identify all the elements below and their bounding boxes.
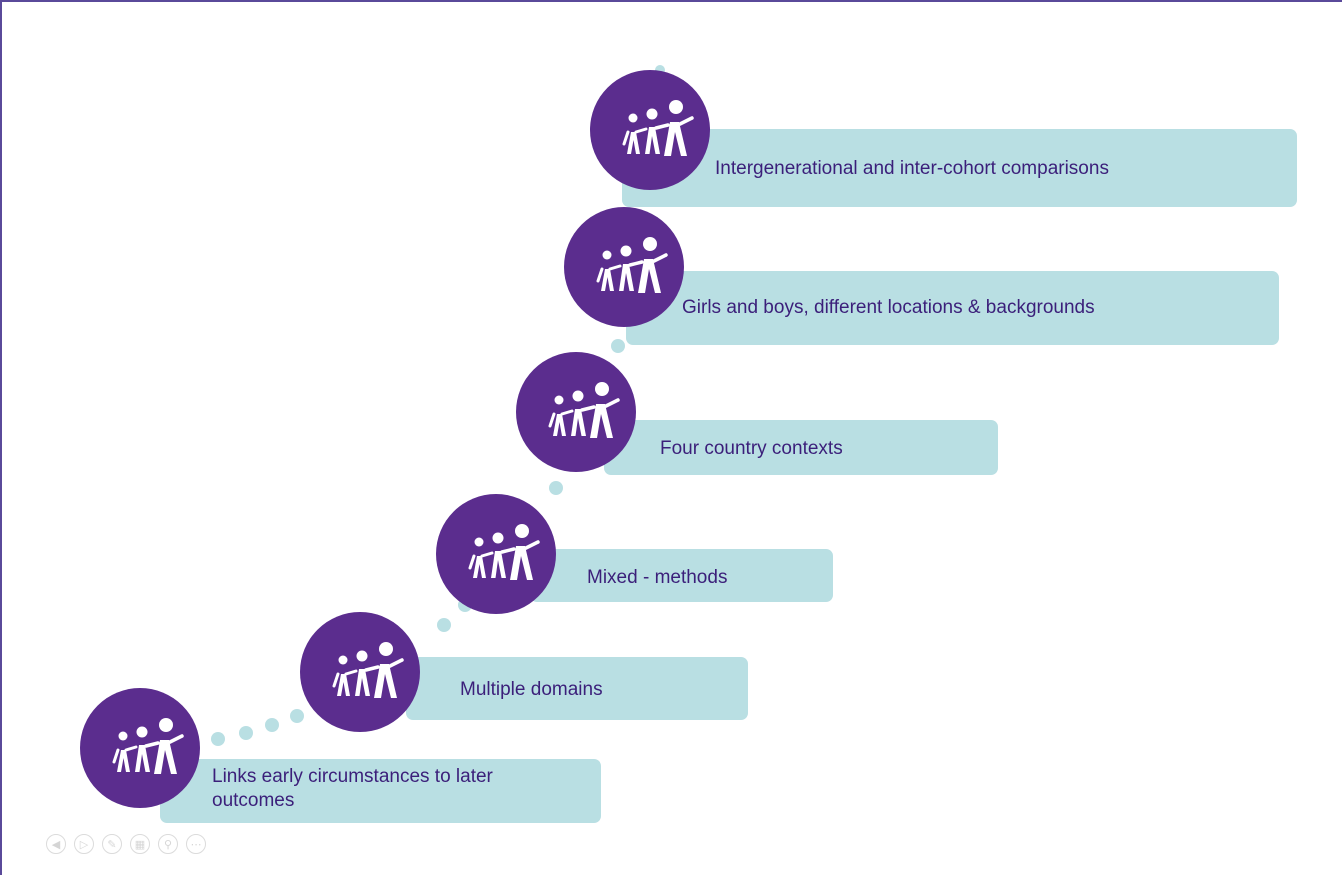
step-label-3: Mixed - methods [587, 567, 728, 588]
family-walking-icon [332, 642, 404, 698]
step-label-4: Four country contexts [660, 438, 843, 459]
step-circle-6 [590, 70, 710, 190]
step-box-3 [530, 549, 833, 602]
family-walking-icon [596, 237, 668, 293]
family-walking-icon [468, 524, 540, 580]
next-slide-icon[interactable]: ▷ [74, 834, 94, 854]
slideshow-toolbar: ◀ ▷ ✎ ▦ ⚲ ⋯ [46, 834, 206, 856]
connector-dot [290, 709, 304, 723]
step-label-6: Intergenerational and inter-cohort compa… [715, 158, 1109, 179]
step-circle-4 [516, 352, 636, 472]
step-box-1 [160, 759, 601, 823]
family-walking-icon [548, 382, 620, 438]
connector-dot [265, 718, 279, 732]
connector-dot [611, 339, 625, 353]
step-circle-2 [300, 612, 420, 732]
connector-dot [239, 726, 253, 740]
pen-icon[interactable]: ✎ [102, 834, 122, 854]
more-options-icon[interactable]: ⋯ [186, 834, 206, 854]
step-label-5: Girls and boys, different locations & ba… [682, 297, 1095, 318]
slides-grid-icon[interactable]: ▦ [130, 834, 150, 854]
connector-dot [549, 481, 563, 495]
family-walking-icon [112, 718, 184, 774]
step-label-1: Links early circumstances to later outco… [212, 766, 493, 811]
step-circle-3 [436, 494, 556, 614]
previous-slide-icon[interactable]: ◀ [46, 834, 66, 854]
step-box-6 [622, 129, 1297, 207]
family-walking-icon [622, 100, 694, 156]
connector-dot [437, 618, 451, 632]
step-label-2: Multiple domains [460, 679, 603, 700]
zoom-icon[interactable]: ⚲ [158, 834, 178, 854]
connector-dot [211, 732, 225, 746]
step-box-2 [406, 657, 748, 720]
step-circle-1 [80, 688, 200, 808]
step-box-5 [626, 271, 1279, 345]
step-box-4 [604, 420, 998, 475]
step-circle-5 [564, 207, 684, 327]
